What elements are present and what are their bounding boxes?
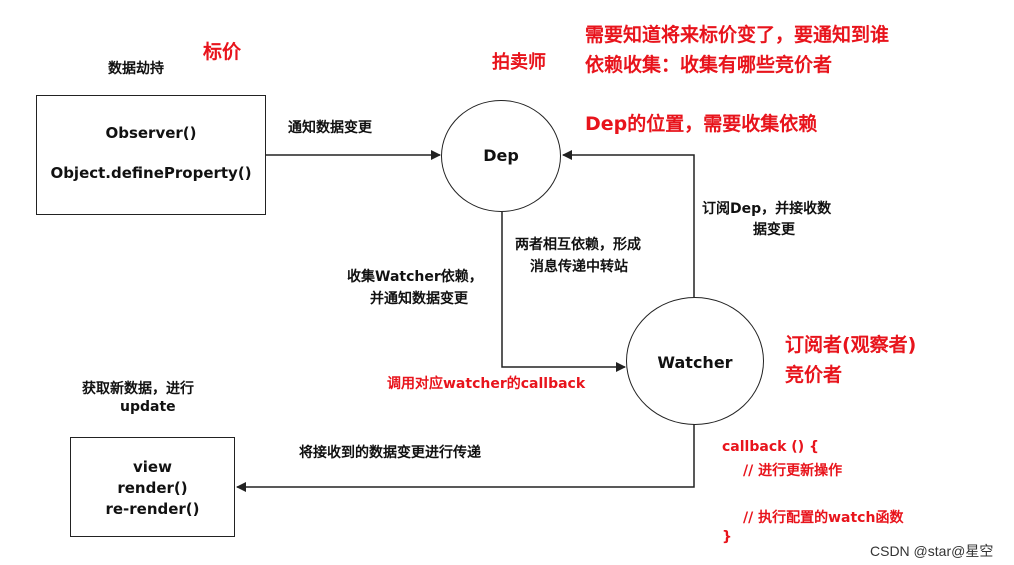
dep-label: Dep (483, 146, 519, 165)
dependency-collection-annotation: 依赖收集：收集有哪些竞价者 (585, 54, 833, 76)
watermark-text: CSDN @star@星空 (870, 543, 994, 559)
subscriber-annotation-line2: 竞价者 (785, 364, 843, 386)
callback-code-line3: // 执行配置的watch函数 (743, 510, 904, 526)
dep-position-annotation: Dep的位置，需要收集依赖 (585, 113, 818, 135)
get-new-data-line2: update (120, 399, 176, 415)
data-hijack-label: 数据劫持 (108, 61, 164, 77)
subscriber-annotation-line1: 订阅者(观察者) (785, 334, 917, 356)
call-callback-annotation: 调用对应watcher的callback (387, 376, 586, 392)
re-render-label: re-render() (105, 500, 200, 518)
view-box: view render() re-render() (70, 437, 235, 537)
callback-code-line1: callback () { (722, 439, 819, 455)
callback-code-line4: } (722, 529, 732, 545)
watcher-label: Watcher (657, 353, 733, 372)
notify-whom-annotation: 需要知道将来标价变了，要通知到谁 (585, 24, 890, 46)
price-tag-label: 标价 (203, 41, 242, 63)
notify-data-change-label: 通知数据变更 (288, 120, 372, 136)
collect-watcher-line1: 收集Watcher依赖， (347, 269, 483, 285)
mutual-dependency-line2: 消息传递中转站 (530, 259, 628, 275)
define-property-label: Object.defineProperty() (50, 164, 252, 182)
observer-label: Observer() (105, 124, 197, 142)
auctioneer-label: 拍卖师 (492, 52, 546, 73)
get-new-data-line1: 获取新数据，进行 (82, 381, 194, 397)
collect-watcher-line2: 并通知数据变更 (370, 291, 468, 307)
watcher-node: Watcher (626, 297, 764, 425)
arrow-watcher-to-view (236, 423, 695, 492)
dep-node: Dep (441, 100, 561, 212)
callback-code-line2: // 进行更新操作 (743, 463, 843, 479)
mutual-dependency-line1: 两者相互依赖，形成 (515, 237, 641, 253)
subscribe-dep-label-line1: 订阅Dep，并接收数 (702, 201, 832, 217)
pass-changes-label: 将接收到的数据变更进行传递 (299, 445, 481, 461)
observer-box: Observer() Object.defineProperty() (36, 95, 266, 215)
view-label: view (133, 458, 172, 476)
render-label: render() (117, 479, 188, 497)
subscribe-dep-label-line2: 据变更 (753, 222, 795, 238)
arrow-dep-to-watcher (501, 212, 626, 372)
arrow-watcher-to-dep (562, 150, 695, 297)
